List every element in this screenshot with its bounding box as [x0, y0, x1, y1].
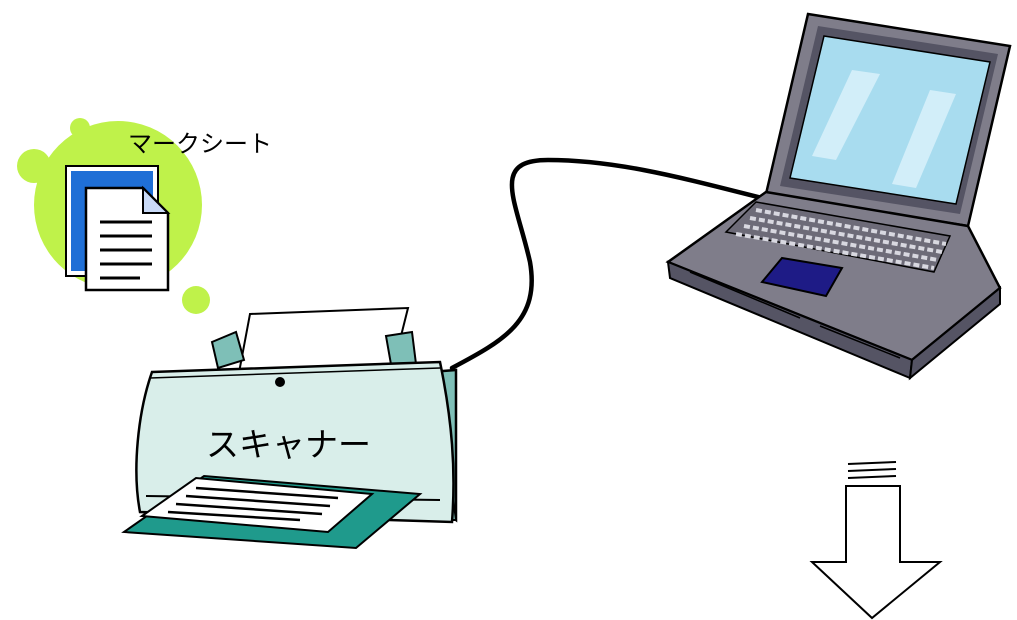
- scanner-label: スキャナー: [206, 418, 371, 466]
- mark-sheet-label: マークシート: [128, 124, 272, 159]
- lime-bubble-top: [70, 118, 90, 138]
- lime-bubble-left: [17, 149, 51, 183]
- lime-bubble-bottom: [182, 286, 210, 314]
- down-arrow-icon: [812, 462, 940, 618]
- laptop-icon: [668, 14, 1010, 378]
